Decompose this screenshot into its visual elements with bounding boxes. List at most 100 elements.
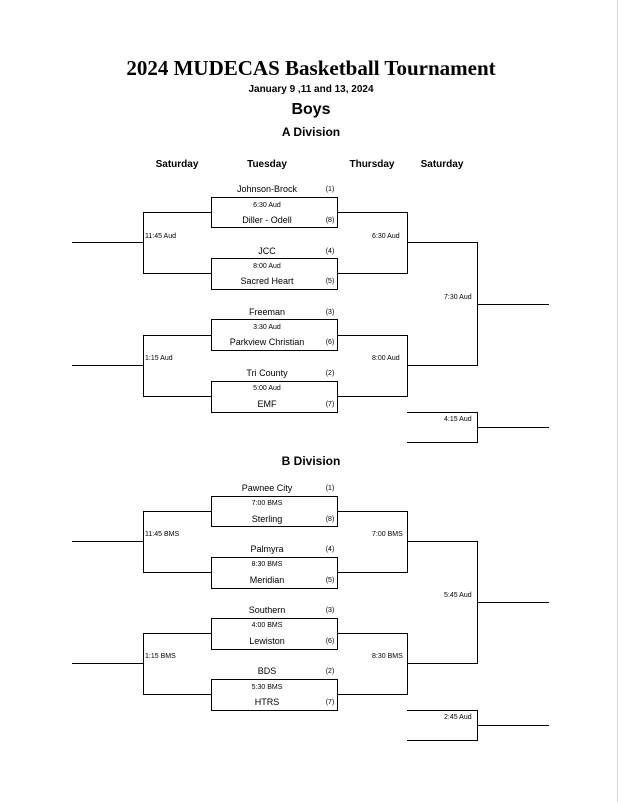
bracket-line (212, 350, 337, 351)
team-name: Freeman (248, 307, 285, 317)
bracket-line (211, 557, 212, 589)
team-name: HTRS (254, 697, 280, 707)
tournament-dates: January 9 ,11 and 13, 2024 (248, 84, 374, 95)
bracket-line (143, 694, 212, 695)
bracket-line (72, 365, 143, 366)
bracket-line (337, 633, 407, 634)
bracket-line (407, 242, 478, 243)
bracket-line (212, 649, 337, 650)
team-seed: (6) (325, 339, 335, 346)
bracket-line (212, 258, 337, 259)
day-header-thursday: Thursday (349, 159, 395, 170)
bracket-line (72, 242, 143, 243)
bracket-line (337, 679, 338, 711)
bracket-line (337, 694, 407, 695)
day-header-tuesday: Tuesday (247, 159, 287, 170)
bracket-line (143, 335, 144, 397)
bracket-line (337, 335, 407, 336)
bracket-line (407, 710, 478, 711)
game-time: 4:00 BMS (251, 622, 283, 629)
bracket-line (212, 679, 337, 680)
game-time: 4:15 Aud (444, 416, 472, 423)
bracket-line (337, 273, 407, 274)
bracket-line (477, 725, 549, 726)
game-time: 8:30 BMS (251, 561, 283, 568)
bracket-line (143, 212, 144, 274)
team-name: Southern (248, 605, 286, 615)
game-time: 5:45 Aud (444, 592, 472, 599)
bracket-line (337, 572, 407, 573)
bracket-line (72, 663, 143, 664)
bracket-line (477, 602, 549, 603)
page-title: 2024 MUDECAS Basketball Tournament (126, 56, 496, 80)
bracket-line (212, 319, 337, 320)
team-seed: (7) (325, 401, 335, 408)
bracket-line (212, 710, 337, 711)
bracket-line (212, 588, 337, 589)
team-name: Parkview Christian (229, 337, 305, 347)
game-time: 6:30 Aud (372, 233, 400, 240)
bracket-line (337, 618, 338, 650)
team-name: Palmyra (250, 544, 284, 554)
day-header-saturday-final: Saturday (420, 159, 464, 170)
bracket-line (212, 197, 337, 198)
bracket-line (407, 335, 408, 397)
team-name: Sacred Heart (240, 276, 294, 286)
division-title-a: A Division (281, 125, 341, 139)
bracket-line (72, 541, 143, 542)
bracket-line (211, 618, 212, 650)
game-time: 11:45 Aud (145, 233, 177, 240)
bracket-line (212, 526, 337, 527)
bracket-line (407, 633, 408, 695)
bracket-gender: Boys (291, 101, 331, 118)
game-time: 7:00 BMS (372, 531, 403, 538)
team-name: BDS (257, 666, 277, 676)
team-seed: (2) (325, 370, 335, 377)
game-time: 11:45 BMS (145, 531, 180, 538)
bracket-line (212, 289, 337, 290)
bracket-line (143, 273, 212, 274)
bracket-line (477, 304, 549, 305)
bracket-line (407, 740, 478, 741)
bracket-line (407, 412, 478, 413)
bracket-line (407, 365, 478, 366)
team-seed: (2) (325, 668, 335, 675)
bracket-line (407, 511, 408, 573)
bracket-line (407, 442, 478, 443)
team-seed: (1) (325, 186, 335, 193)
game-time: 3:30 Aud (253, 324, 281, 331)
page-edge (617, 0, 618, 802)
bracket-line (407, 212, 408, 274)
bracket-line (407, 541, 478, 542)
bracket-line (143, 633, 144, 695)
bracket-line (143, 396, 212, 397)
division-title-b: B Division (281, 454, 341, 468)
team-name: Pawnee City (241, 483, 293, 493)
game-time: 7:00 BMS (251, 500, 283, 507)
bracket-line (337, 396, 407, 397)
bracket-line (211, 679, 212, 711)
team-name: Meridian (249, 575, 285, 585)
game-time: 5:30 BMS (251, 684, 283, 691)
team-name: JCC (258, 246, 276, 256)
bracket-line (211, 258, 212, 290)
game-time: 5:00 Aud (253, 385, 281, 392)
bracket-line (337, 258, 338, 290)
day-header-saturday-first: Saturday (155, 159, 199, 170)
bracket-line (337, 557, 338, 589)
team-name: Tri County (246, 368, 288, 378)
team-seed: (3) (325, 309, 335, 316)
game-time: 8:00 Aud (253, 263, 281, 270)
bracket-line (337, 212, 407, 213)
game-time: 8:00 Aud (372, 355, 400, 362)
team-seed: (6) (325, 638, 335, 645)
game-time: 2:45 Aud (444, 714, 472, 721)
bracket-line (212, 618, 337, 619)
team-seed: (4) (325, 546, 335, 553)
team-seed: (3) (325, 607, 335, 614)
team-name: EMF (257, 399, 277, 409)
game-time: 7:30 Aud (444, 294, 472, 301)
team-seed: (8) (325, 516, 335, 523)
team-seed: (1) (325, 485, 335, 492)
team-seed: (5) (325, 577, 335, 584)
